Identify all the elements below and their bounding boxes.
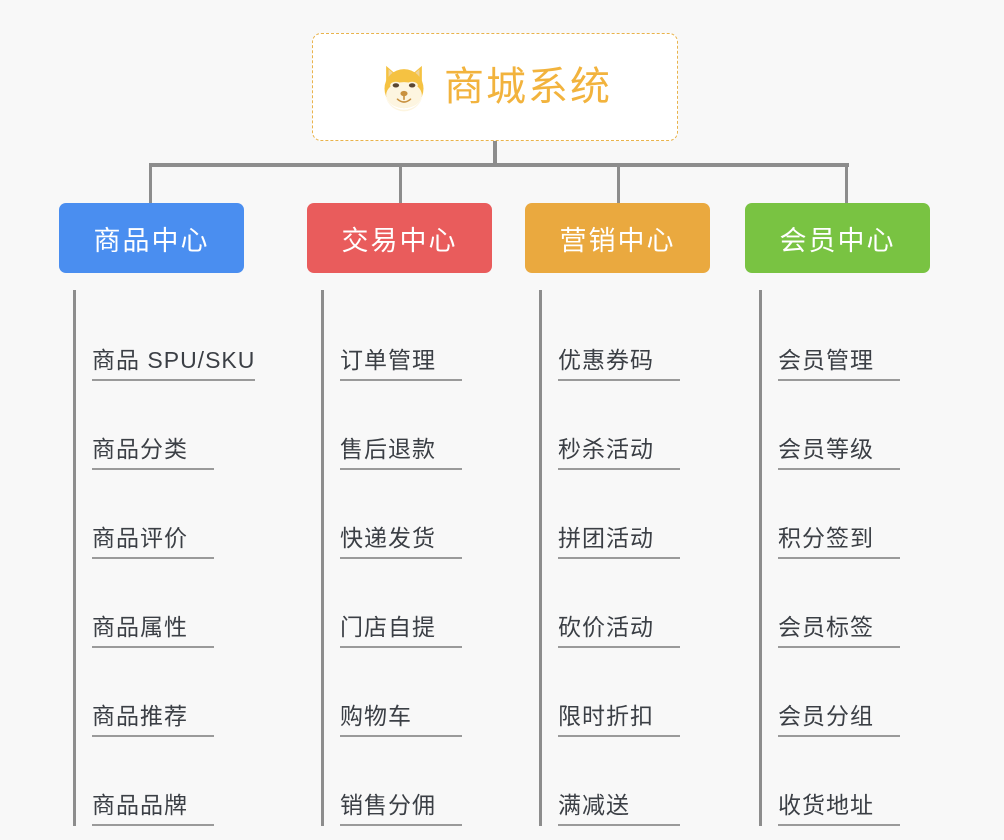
- leaf-list-member: 会员管理 会员等级 积分签到 会员标签 会员分组 收货地址: [759, 290, 945, 826]
- leaf-list-trade: 订单管理 售后退款 快递发货 门店自提 购物车 销售分佣: [321, 290, 507, 826]
- category-header-label: 会员中心: [779, 225, 896, 256]
- list-item[interactable]: 商品评价: [76, 470, 259, 559]
- leaf-label: 购物车: [340, 705, 462, 737]
- list-item[interactable]: 砍价活动: [542, 559, 725, 648]
- leaf-label: 收货地址: [778, 794, 900, 826]
- category-header-trade[interactable]: 交易中心: [307, 203, 492, 273]
- leaf-label: 会员标签: [778, 616, 900, 648]
- category-header-member[interactable]: 会员中心: [745, 203, 930, 273]
- connector-root-stem: [493, 141, 497, 165]
- list-item[interactable]: 门店自提: [324, 559, 507, 648]
- list-item[interactable]: 销售分佣: [324, 737, 507, 826]
- leaf-label: 门店自提: [340, 616, 462, 648]
- list-item[interactable]: 商品推荐: [76, 648, 259, 737]
- leaf-label: 商品推荐: [92, 705, 214, 737]
- connector-drop-column-3: [617, 163, 620, 205]
- list-item[interactable]: 会员等级: [762, 381, 945, 470]
- list-item[interactable]: 购物车: [324, 648, 507, 737]
- list-item[interactable]: 快递发货: [324, 470, 507, 559]
- list-item[interactable]: 拼团活动: [542, 470, 725, 559]
- leaf-label: 快递发货: [340, 527, 462, 559]
- category-column-member: 会员中心 会员管理 会员等级 积分签到 会员标签 会员分组 收货地址: [745, 203, 945, 826]
- list-item[interactable]: 商品 SPU/SKU: [76, 292, 259, 381]
- root-title: 商城系统: [444, 65, 612, 109]
- leaf-label: 积分签到: [778, 527, 900, 559]
- leaf-label: 商品属性: [92, 616, 214, 648]
- leaf-label: 优惠券码: [558, 349, 680, 381]
- leaf-label: 满减送: [558, 794, 680, 826]
- list-item[interactable]: 秒杀活动: [542, 381, 725, 470]
- category-header-label: 营销中心: [559, 225, 676, 256]
- list-item[interactable]: 会员管理: [762, 292, 945, 381]
- leaf-label: 会员管理: [778, 349, 900, 381]
- leaf-label: 秒杀活动: [558, 438, 680, 470]
- connector-drop-column-1: [149, 163, 152, 205]
- connector-horizontal-bus: [149, 163, 849, 167]
- category-header-product[interactable]: 商品中心: [59, 203, 244, 273]
- category-header-marketing[interactable]: 营销中心: [525, 203, 710, 273]
- leaf-label: 拼团活动: [558, 527, 680, 559]
- list-item[interactable]: 商品品牌: [76, 737, 259, 826]
- leaf-label: 商品品牌: [92, 794, 214, 826]
- list-item[interactable]: 会员标签: [762, 559, 945, 648]
- category-header-label: 商品中心: [93, 225, 210, 256]
- list-item[interactable]: 限时折扣: [542, 648, 725, 737]
- leaf-label: 会员等级: [778, 438, 900, 470]
- root-node-mall-system[interactable]: 商城系统: [312, 33, 678, 141]
- category-header-label: 交易中心: [341, 225, 458, 256]
- list-item[interactable]: 会员分组: [762, 648, 945, 737]
- connector-drop-column-4: [845, 163, 848, 205]
- leaf-label: 订单管理: [340, 349, 462, 381]
- list-item[interactable]: 售后退款: [324, 381, 507, 470]
- leaf-label: 商品评价: [92, 527, 214, 559]
- list-item[interactable]: 积分签到: [762, 470, 945, 559]
- list-item[interactable]: 订单管理: [324, 292, 507, 381]
- leaf-label: 砍价活动: [558, 616, 680, 648]
- leaf-label: 限时折扣: [558, 705, 680, 737]
- leaf-list-marketing: 优惠券码 秒杀活动 拼团活动 砍价活动 限时折扣 满减送: [539, 290, 725, 826]
- leaf-label: 销售分佣: [340, 794, 462, 826]
- category-column-marketing: 营销中心 优惠券码 秒杀活动 拼团活动 砍价活动 限时折扣 满减送: [525, 203, 725, 826]
- list-item[interactable]: 优惠券码: [542, 292, 725, 381]
- category-column-trade: 交易中心 订单管理 售后退款 快递发货 门店自提 购物车 销售分佣: [307, 203, 507, 826]
- shiba-dog-face-icon: [378, 61, 430, 113]
- leaf-label: 售后退款: [340, 438, 462, 470]
- leaf-list-product: 商品 SPU/SKU 商品分类 商品评价 商品属性 商品推荐 商品品牌: [73, 290, 259, 826]
- leaf-label: 商品分类: [92, 438, 214, 470]
- list-item[interactable]: 商品属性: [76, 559, 259, 648]
- category-column-product: 商品中心 商品 SPU/SKU 商品分类 商品评价 商品属性 商品推荐 商品品牌: [59, 203, 259, 826]
- connector-drop-column-2: [399, 163, 402, 205]
- list-item[interactable]: 满减送: [542, 737, 725, 826]
- list-item[interactable]: 收货地址: [762, 737, 945, 826]
- leaf-label: 商品 SPU/SKU: [92, 349, 256, 381]
- list-item[interactable]: 商品分类: [76, 381, 259, 470]
- leaf-label: 会员分组: [778, 705, 900, 737]
